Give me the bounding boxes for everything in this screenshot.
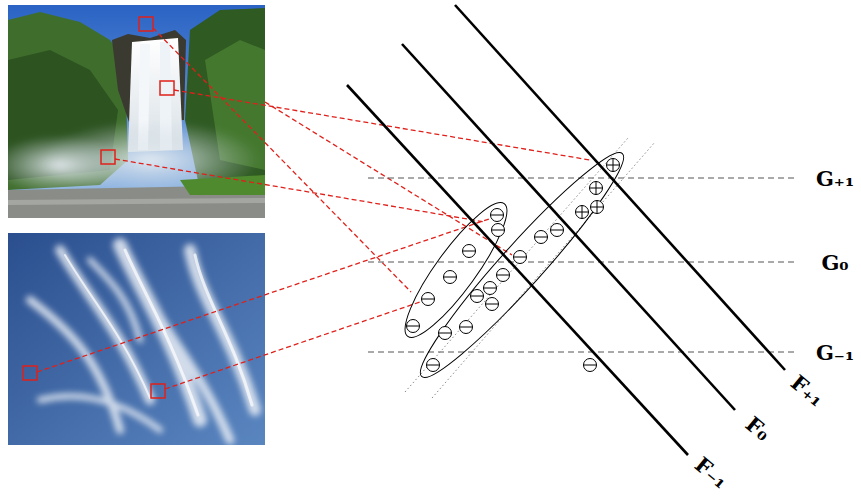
leader-lines (37, 28, 590, 389)
plus-bar (613, 159, 614, 172)
boundary-label: F₊₁ (788, 371, 828, 410)
negative-sample (584, 359, 597, 372)
positive-sample (590, 182, 603, 195)
sample-circle (576, 206, 589, 219)
negative-sample (439, 327, 452, 340)
minus-bar (460, 327, 473, 328)
sample-circle (514, 251, 527, 264)
negative-sample (491, 209, 504, 222)
level-label: G₋₁ (816, 342, 854, 363)
negative-sample (535, 231, 548, 244)
negative-sample (551, 224, 564, 237)
sample-symbols (407, 159, 620, 372)
negative-sample (484, 282, 497, 295)
sample-circle (591, 201, 604, 214)
sample-circle (551, 224, 564, 237)
minus-bar (492, 230, 505, 231)
negative-sample (486, 298, 499, 311)
sample-circle (590, 182, 603, 195)
positive-sample (591, 201, 604, 214)
negative-sample (463, 245, 476, 258)
guide-lines (405, 138, 655, 398)
level-label: G₀ (821, 252, 848, 273)
negative-sample (497, 269, 510, 282)
sample-circle (486, 298, 499, 311)
negative-sample (422, 293, 435, 306)
negative-sample (444, 271, 457, 284)
plus-bar (596, 182, 597, 195)
negative-sample (460, 321, 473, 334)
positive-sample (607, 159, 620, 172)
sample-circle (492, 224, 505, 237)
sample-circle (439, 327, 452, 340)
sample-circle (422, 293, 435, 306)
negative-sample (514, 251, 527, 264)
level-lines (368, 178, 795, 352)
plus-bar (582, 206, 583, 219)
negative-sample (407, 320, 420, 333)
minus-bar (486, 304, 499, 305)
sample-squares (23, 17, 174, 398)
positive-sample (576, 206, 589, 219)
sample-circle (407, 320, 420, 333)
sample-circle (471, 290, 484, 303)
sample-circle (607, 159, 620, 172)
sample-circle (535, 231, 548, 244)
minus-bar (427, 365, 440, 366)
sample-circle (497, 269, 510, 282)
minus-bar (535, 237, 548, 238)
sample-circle (427, 359, 440, 372)
sample-circle (491, 209, 504, 222)
minus-bar (422, 299, 435, 300)
minus-bar (551, 230, 564, 231)
plus-bar (597, 201, 598, 214)
minus-bar (463, 251, 476, 252)
negative-sample (471, 290, 484, 303)
sample-circle (444, 271, 457, 284)
level-label: G₊₁ (816, 168, 854, 189)
boundary-label: F₀ (742, 412, 774, 444)
sample-circle (463, 245, 476, 258)
negative-sample (427, 359, 440, 372)
minus-bar (471, 296, 484, 297)
minus-bar (439, 333, 452, 334)
sample-circle (584, 359, 597, 372)
sample-circle (484, 282, 497, 295)
minus-bar (497, 275, 510, 276)
negative-sample (492, 224, 505, 237)
minus-bar (444, 277, 457, 278)
boundary-lines (347, 5, 785, 455)
minus-bar (484, 288, 497, 289)
minus-bar (584, 365, 597, 366)
minus-bar (407, 326, 420, 327)
waterfall-photo (8, 5, 265, 218)
minus-bar (514, 257, 527, 258)
cluster-outlines (392, 139, 638, 390)
minus-bar (491, 215, 504, 216)
boundary-label: F₋₁ (692, 453, 732, 492)
sample-circle (460, 321, 473, 334)
